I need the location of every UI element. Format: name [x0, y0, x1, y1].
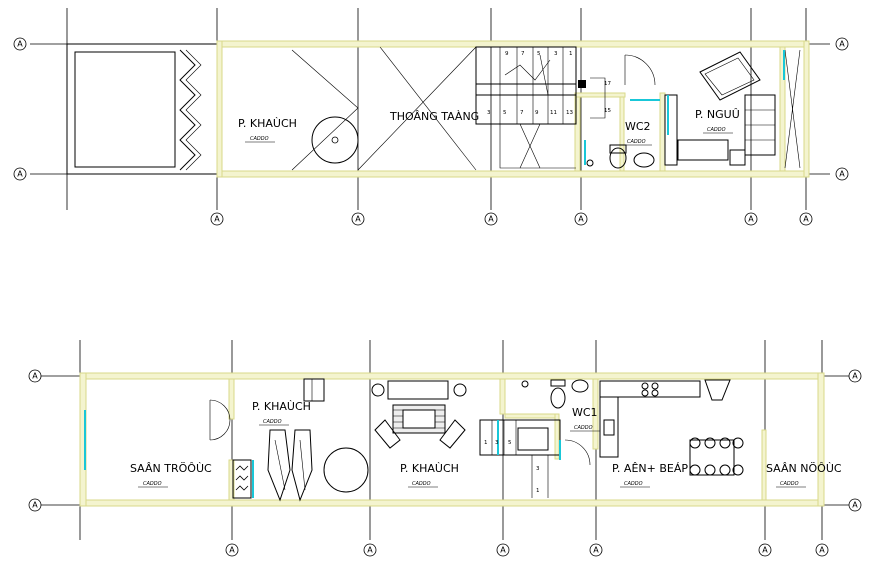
- room-tag: CADDO: [780, 481, 799, 487]
- kitchen-furniture: [599, 379, 744, 476]
- room-label-khach-upper: P. KHAÙCH: [252, 400, 311, 413]
- stair-number: 1: [536, 488, 540, 494]
- balcony-railing: [179, 49, 196, 171]
- room-label-san-truoc: SAÂN TRÖÔÙC: [130, 462, 212, 475]
- top-stair-numbers: 9 7 5 3 1 3 5 7 9 11 13 17 15: [487, 51, 611, 116]
- stair-number: 5: [508, 440, 512, 446]
- grid-bubble-label: A: [488, 215, 494, 224]
- grid-bubble-label: A: [803, 215, 809, 224]
- grid-bubble-label: A: [593, 546, 599, 555]
- stair-number: 1: [569, 51, 573, 57]
- wc1-fixtures: [521, 379, 589, 409]
- grid-bubble-label: A: [578, 215, 584, 224]
- bottom-stair-numbers: 1 3 5 3 1: [484, 440, 540, 494]
- grid-bubble-label: A: [839, 40, 845, 49]
- grid-bubble-label: A: [500, 546, 506, 555]
- room-tag: CADDO: [412, 481, 431, 487]
- bottom-wall-north: [79, 372, 823, 380]
- bedroom-furniture: [584, 49, 801, 169]
- room-tag: CADDO: [250, 136, 269, 142]
- stair-number: 7: [521, 51, 525, 57]
- room-label-khach-main: P. KHAÙCH: [400, 462, 459, 475]
- void-mark: [291, 49, 359, 171]
- grid-bubble-label: A: [819, 546, 825, 555]
- round-table: [323, 447, 369, 493]
- top-wall-west: [216, 40, 223, 178]
- bottom-grid-bubbles: A A A A A A A A A A: [28, 369, 862, 557]
- stair-number: 3: [536, 466, 540, 472]
- grid-bubble-label: A: [17, 40, 23, 49]
- grid-bubble-label: A: [852, 501, 858, 510]
- stair-number: 13: [566, 110, 573, 116]
- room-tag: CADDO: [143, 481, 162, 487]
- stair-number: 9: [505, 51, 509, 57]
- bottom-wall-south: [79, 499, 823, 507]
- grid-bubble-label: A: [367, 546, 373, 555]
- stair-number: 3: [487, 110, 491, 116]
- room-label-ngu: P. NGUÛ: [695, 108, 740, 121]
- grid-bubble-label: A: [762, 546, 768, 555]
- grid-bubble-label: A: [229, 546, 235, 555]
- bottom-wall-east: [817, 372, 825, 507]
- stair-number: 11: [550, 110, 557, 116]
- stair-number: 3: [554, 51, 558, 57]
- stair-number: 1: [484, 440, 488, 446]
- grid-bubble-label: A: [852, 372, 858, 381]
- room-tag: CADDO: [263, 419, 282, 425]
- stair-number: 5: [537, 51, 541, 57]
- room-label-thong-tang: THOÂNG TAÀNG: [389, 110, 479, 123]
- grid-bubble-label: A: [32, 372, 38, 381]
- top-grid-bubbles: A A A A A A A A A A: [13, 37, 849, 226]
- motorbikes: [267, 429, 313, 502]
- wc2-fixtures: [586, 54, 656, 169]
- top-wall-south: [216, 170, 810, 178]
- stair-number: 17: [604, 81, 611, 87]
- room-tag: CADDO: [707, 127, 726, 133]
- stair-number: 5: [503, 110, 507, 116]
- room-label-wc1: WC1: [572, 406, 598, 419]
- room-tag: CADDO: [574, 425, 593, 431]
- balcony-void: [74, 51, 176, 168]
- stair-number: 3: [495, 440, 499, 446]
- room-tag: CADDO: [627, 139, 646, 145]
- grid-bubble-label: A: [355, 215, 361, 224]
- room-tag: CADDO: [624, 481, 643, 487]
- bottom-plan: 1 3 5 3 1 SAÂN TRÖÔÙC CADDO P. KHAÙCH CA…: [28, 340, 862, 557]
- room-label-san-nuoc: SAÂN NÖÔÙC: [766, 462, 842, 475]
- room-label-wc2: WC2: [625, 120, 651, 133]
- grid-bubble-label: A: [214, 215, 220, 224]
- bottom-stair: [479, 419, 591, 498]
- top-stair: [475, 46, 606, 169]
- grid-bubble-label: A: [748, 215, 754, 224]
- room-label-an-bep: P. AÊN+ BEÁP: [612, 462, 688, 475]
- room-label-khach: P. KHAÙCH: [238, 117, 297, 130]
- top-plan: 9 7 5 3 1 3 5 7 9 11 13 17 15 P. KHAÙCH …: [13, 8, 849, 226]
- stair-number: 7: [520, 110, 524, 116]
- grid-bubble-label: A: [32, 501, 38, 510]
- grid-bubble-label: A: [839, 170, 845, 179]
- grid-bubble-label: A: [17, 170, 23, 179]
- front-door: [84, 399, 254, 499]
- top-wall-north: [216, 40, 810, 48]
- stair-number: 9: [535, 110, 539, 116]
- top-wall-east: [803, 40, 810, 178]
- stair-number: 15: [604, 108, 611, 114]
- living-room-sofa: [371, 380, 467, 449]
- round-table: [311, 116, 359, 164]
